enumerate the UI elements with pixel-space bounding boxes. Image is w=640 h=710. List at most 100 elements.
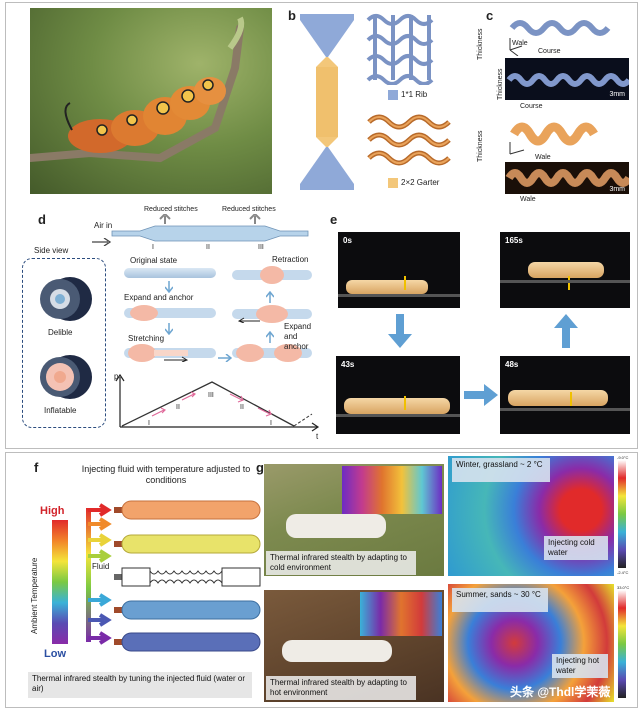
marker-48s	[570, 392, 572, 406]
marker-165s	[568, 276, 570, 290]
g-scale-top-1: -9.0°C	[617, 455, 629, 460]
summer-color-scale	[618, 590, 626, 698]
rib-legend-swatch	[388, 90, 398, 100]
inflatable-cross-section-icon	[36, 352, 92, 402]
pressure-time-graph	[112, 372, 322, 432]
tube-original-state	[124, 268, 216, 278]
hot-robot-photo	[282, 640, 392, 662]
tube-expand-anchor	[124, 305, 216, 321]
g-summer-label: Summer, sands ~ 30 °C	[452, 588, 548, 612]
arrow-down-1	[164, 280, 174, 294]
actuator-orange	[114, 497, 264, 523]
actuator-tube-diagram	[110, 212, 310, 244]
tube-retraction-lower	[232, 305, 312, 324]
actuator-deflated	[114, 565, 264, 589]
knit-fabric-sheet	[298, 12, 356, 192]
air-in-arrow	[92, 233, 112, 247]
arrow-down-2	[164, 322, 174, 336]
figure-top-border	[5, 2, 638, 449]
d-seg-5: I	[270, 420, 272, 427]
arrow-up-1	[265, 330, 275, 343]
garter-legend-swatch	[388, 178, 398, 188]
d-axis-p: p	[114, 372, 119, 381]
actuator-blue	[114, 597, 264, 623]
delible-cross-section-icon	[36, 274, 92, 324]
f-axis-label: Ambient Temperature	[30, 557, 39, 634]
c-thickness-label-2: Thickness	[497, 68, 504, 100]
garter-legend-label: 2×2 Garter	[401, 178, 440, 187]
d-roman-ii-top: II	[206, 244, 210, 251]
d-seg-3: III	[208, 392, 214, 399]
panel-label-e: e	[330, 212, 338, 227]
c-thickness-label-1: Thickness	[477, 28, 484, 60]
g-scale-top-2: 33.0°C	[617, 585, 630, 590]
hot-thermal-inset	[360, 592, 442, 636]
d-seg-1: I	[148, 420, 150, 427]
f-low-label: Low	[44, 648, 66, 660]
c-wale-label-2: Wale	[535, 154, 551, 161]
actuator-indigo	[114, 629, 264, 655]
d-retraction-label: Retraction	[272, 255, 309, 264]
panel-label-c: c	[486, 8, 494, 23]
g-cold-caption: Thermal infrared stealth by adapting to …	[266, 551, 416, 575]
time-48s: 48s	[505, 360, 519, 369]
f-title: Injecting fluid with temperature adjuste…	[81, 464, 251, 485]
c-course-label-2: Course	[520, 103, 543, 110]
video-frame-0s: 0s	[338, 232, 460, 308]
marker-0s	[404, 276, 406, 290]
actuator-yellow	[114, 531, 264, 557]
side-view-box	[22, 258, 106, 428]
fluid-branch-arrows	[82, 502, 112, 646]
f-caption: Thermal infrared stealth by tuning the i…	[28, 672, 252, 698]
panel-label-f: f	[34, 460, 39, 475]
time-165s: 165s	[505, 236, 523, 245]
d-stretching-label: Stretching	[128, 334, 165, 343]
c-wale-label-3: Wale	[520, 196, 536, 203]
d-inflatable-label: Inflatable	[44, 406, 77, 415]
time-43s: 43s	[341, 360, 355, 369]
robot-165s	[528, 262, 604, 278]
f-high-label: High	[40, 505, 65, 517]
watermark: 头条 @Thdl学茉薇	[510, 685, 611, 699]
g-inject-hot-label: Injecting hot water	[552, 654, 608, 678]
ground-165s	[500, 280, 630, 283]
d-reduced-stitches-1: Reduced stitches	[144, 206, 198, 213]
d-original-state-label: Original state	[130, 256, 178, 265]
robot-48s	[508, 390, 608, 406]
tube-expand-anchor-2	[232, 344, 312, 362]
c-course-label-1: Course	[538, 48, 561, 55]
cold-robot-photo	[286, 514, 386, 538]
d-seg-4: II	[240, 404, 244, 411]
d-expand-anchor-label-1: Expand and anchor	[124, 293, 194, 302]
ground-0s	[338, 294, 460, 297]
tube-stretching	[124, 344, 216, 363]
arrow-up-2	[265, 290, 275, 303]
f-fluid-label: Fluid	[92, 562, 110, 571]
garter-knit-structure	[365, 110, 453, 172]
video-frame-165s: 165s	[500, 232, 630, 308]
tube-retraction-upper	[232, 266, 312, 284]
marker-43s	[404, 396, 406, 410]
ground-48s	[500, 408, 630, 411]
winter-color-scale	[618, 460, 626, 568]
caterpillar-photo	[30, 8, 272, 194]
d-side-view-label: Side view	[34, 246, 69, 255]
d-axis-t: t	[316, 432, 319, 441]
g-hot-caption: Thermal infrared stealth by adapting to …	[266, 676, 416, 700]
ground-43s	[336, 414, 460, 417]
c-scale-label-2: 3mm	[609, 186, 625, 193]
garter-3d-wave	[502, 114, 630, 160]
c-scale-label-1: 3mm	[609, 91, 625, 98]
rib-3d-wave	[502, 14, 630, 57]
cold-thermal-inset	[342, 466, 442, 514]
arrow-48-to-165	[554, 314, 578, 348]
g-winter-label: Winter, grassland ~ 2 °C	[452, 458, 550, 482]
d-seg-2: II	[176, 404, 180, 411]
g-scale-bot-1: -2.4°C	[617, 570, 629, 575]
rib-thickness-image: 3mm	[505, 58, 632, 100]
d-roman-iii-top: III	[258, 244, 264, 251]
temperature-gradient-bar	[52, 520, 68, 644]
garter-thickness-image: 3mm	[505, 162, 633, 194]
panel-label-b: b	[288, 8, 296, 23]
panel-label-g: g	[256, 460, 264, 475]
